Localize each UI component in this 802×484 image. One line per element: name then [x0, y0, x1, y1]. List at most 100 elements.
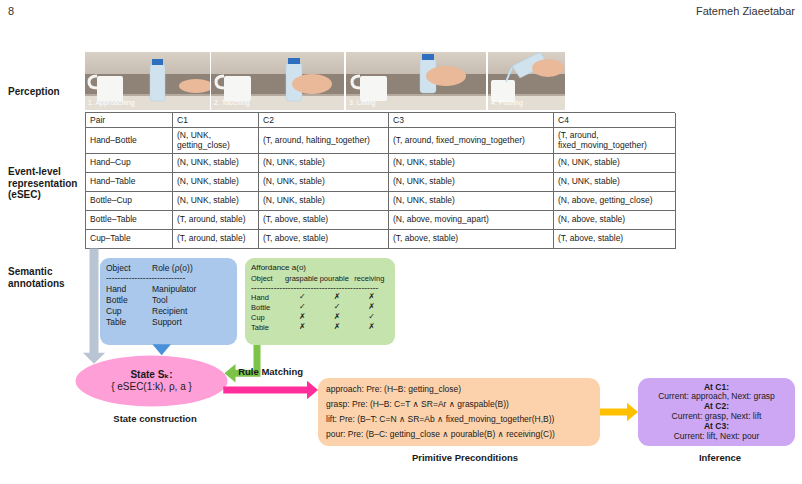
pair-cell: Bottle–Cup	[86, 192, 173, 211]
table-header-cell: C4	[554, 113, 676, 128]
separator-line: ----------------------------	[106, 274, 231, 283]
step-result: Current: grasp, Next: lift	[644, 412, 789, 422]
affordance-box: Affordance a(o)Objectgraspablepourablere…	[245, 258, 395, 345]
object-name: Cup	[251, 313, 285, 322]
photo-caption: 2. Touching	[214, 99, 324, 107]
separator-line: ----------------------------------------…	[251, 284, 389, 293]
role-name: Manipulator	[152, 284, 231, 294]
relation-cell: (N, UNK, stable)	[389, 173, 554, 192]
affordance-mark: ✓	[354, 313, 389, 322]
affordance-mark: ✗	[285, 323, 320, 332]
relation-cell: (T, above, stable)	[554, 230, 676, 249]
table-header-cell: Pair	[86, 113, 173, 128]
photo-background	[488, 52, 565, 110]
row-heading: Semantic annotations	[8, 266, 98, 289]
affordance-mark: ✗	[320, 293, 355, 302]
relation-cell: (T, around, stable)	[173, 211, 259, 230]
arrow-head	[627, 403, 638, 422]
affordance-mark: ✗	[354, 303, 389, 312]
author-name: Fatemeh Ziaeetabar	[590, 5, 795, 18]
relation-cell: (N, UNK, stable)	[554, 154, 676, 173]
photo-touching	[211, 52, 344, 110]
bottle-cap	[152, 59, 163, 65]
precondition-rule: pour: Pre: (B–C: getting_close ∧ pourabl…	[326, 430, 592, 440]
cup	[360, 76, 387, 101]
photo-approaching	[85, 52, 210, 110]
relation-cell: (N, UNK, stable)	[259, 192, 389, 211]
hand	[292, 74, 332, 94]
hand	[426, 66, 466, 86]
hand	[179, 79, 210, 93]
step-result: Current: approach, Next: grasp	[644, 392, 789, 402]
step-result: Current: lift, Next: pour	[644, 432, 789, 442]
object-name: Hand	[251, 293, 285, 302]
relation-cell: (T, around, stable)	[173, 230, 259, 249]
bottle	[150, 64, 165, 101]
pair-cell: Hand–Bottle	[86, 128, 173, 153]
column-header: Object	[251, 274, 285, 283]
pair-cell: Hand–Cup	[86, 154, 173, 173]
cup-handle	[216, 76, 224, 88]
water-stream	[506, 68, 512, 82]
cup-handle	[352, 76, 360, 88]
relation-cell: (N, above, getting_close)	[554, 192, 676, 211]
column-header: receiving	[354, 274, 389, 283]
edge-label: Rule Matching	[238, 366, 303, 377]
table-header-cell: C2	[259, 113, 389, 128]
relation-cell: (T, around, fixed_moving_together)	[389, 128, 554, 153]
arrow-shaft	[223, 387, 308, 394]
cup-handle	[89, 76, 97, 88]
precondition-rule: lift: Pre: (B–T: C=N ∧ SR=Ab ∧ fixed_mov…	[326, 415, 592, 425]
photo-caption: 1. Approaching	[88, 99, 198, 107]
object-name: Bottle	[106, 295, 152, 305]
photo-background	[346, 52, 486, 110]
relation-cell: (N, UNK, stable)	[389, 154, 554, 173]
column-header: Role (ρ(o))	[152, 263, 231, 273]
affordance-mark: ✓	[320, 303, 355, 312]
connector-arrow	[152, 344, 171, 355]
object-name: Hand	[106, 284, 152, 294]
object-name: Bottle	[251, 303, 285, 312]
relation-cell: (N, UNK, stable)	[173, 173, 259, 192]
relation-cell: (T, above, stable)	[259, 230, 389, 249]
pair-cell: Hand–Table	[86, 173, 173, 192]
cup	[224, 76, 251, 101]
relation-cell: (N, above, stable)	[554, 211, 676, 230]
row-heading: Event-level representation (eSEC)	[8, 166, 86, 201]
arrow-head	[307, 381, 318, 400]
page-number: 8	[8, 5, 38, 18]
role-name: Recipient	[152, 306, 231, 316]
state-ellipse: State Sₖ:{ eSEC(1:k), ρ, a }	[75, 355, 228, 407]
pair-cell: Cup–Table	[86, 230, 173, 249]
box-heading: Affordance a(o)	[251, 263, 389, 273]
affordance-mark: ✗	[354, 293, 389, 302]
column-header: pourable	[320, 274, 355, 283]
hand	[532, 59, 564, 77]
bottle-cap	[288, 58, 300, 64]
inference-box: At C1:Current: approach, Next: graspAt C…	[638, 378, 795, 446]
role-name: Support	[152, 317, 231, 327]
relation-cell: (N, UNK, stable)	[554, 173, 676, 192]
relation-cell: (N, UNK, stable)	[173, 154, 259, 173]
pair-cell: Bottle–Table	[86, 211, 173, 230]
step-heading: At C3:	[644, 422, 789, 432]
precondition-rule: grasp: Pre: (H–B: C=T ∧ SR=Ar ∧ graspabl…	[326, 400, 592, 410]
column-header: Object	[106, 263, 152, 273]
preconditions-box: approach: Pre: (H–B: getting_close)grasp…	[318, 378, 600, 446]
affordance-mark: ✗	[285, 313, 320, 322]
cup	[491, 80, 515, 102]
arrow-head	[152, 344, 171, 355]
column-header: graspable	[285, 274, 320, 283]
precondition-rule: approach: Pre: (H–B: getting_close)	[326, 385, 592, 395]
role-box: ObjectRole (ρ(o))-----------------------…	[100, 258, 237, 345]
row-heading: Perception	[8, 86, 84, 98]
state-heading: State Sₖ:	[130, 369, 172, 382]
photo-lifting	[346, 52, 486, 110]
table-header-cell: C1	[173, 113, 259, 128]
stage-caption: Primitive Preconditions	[380, 453, 550, 464]
role-name: Tool	[152, 295, 231, 305]
arrow-shaft	[600, 409, 628, 416]
cup	[97, 76, 123, 101]
object-name: Table	[251, 323, 285, 332]
